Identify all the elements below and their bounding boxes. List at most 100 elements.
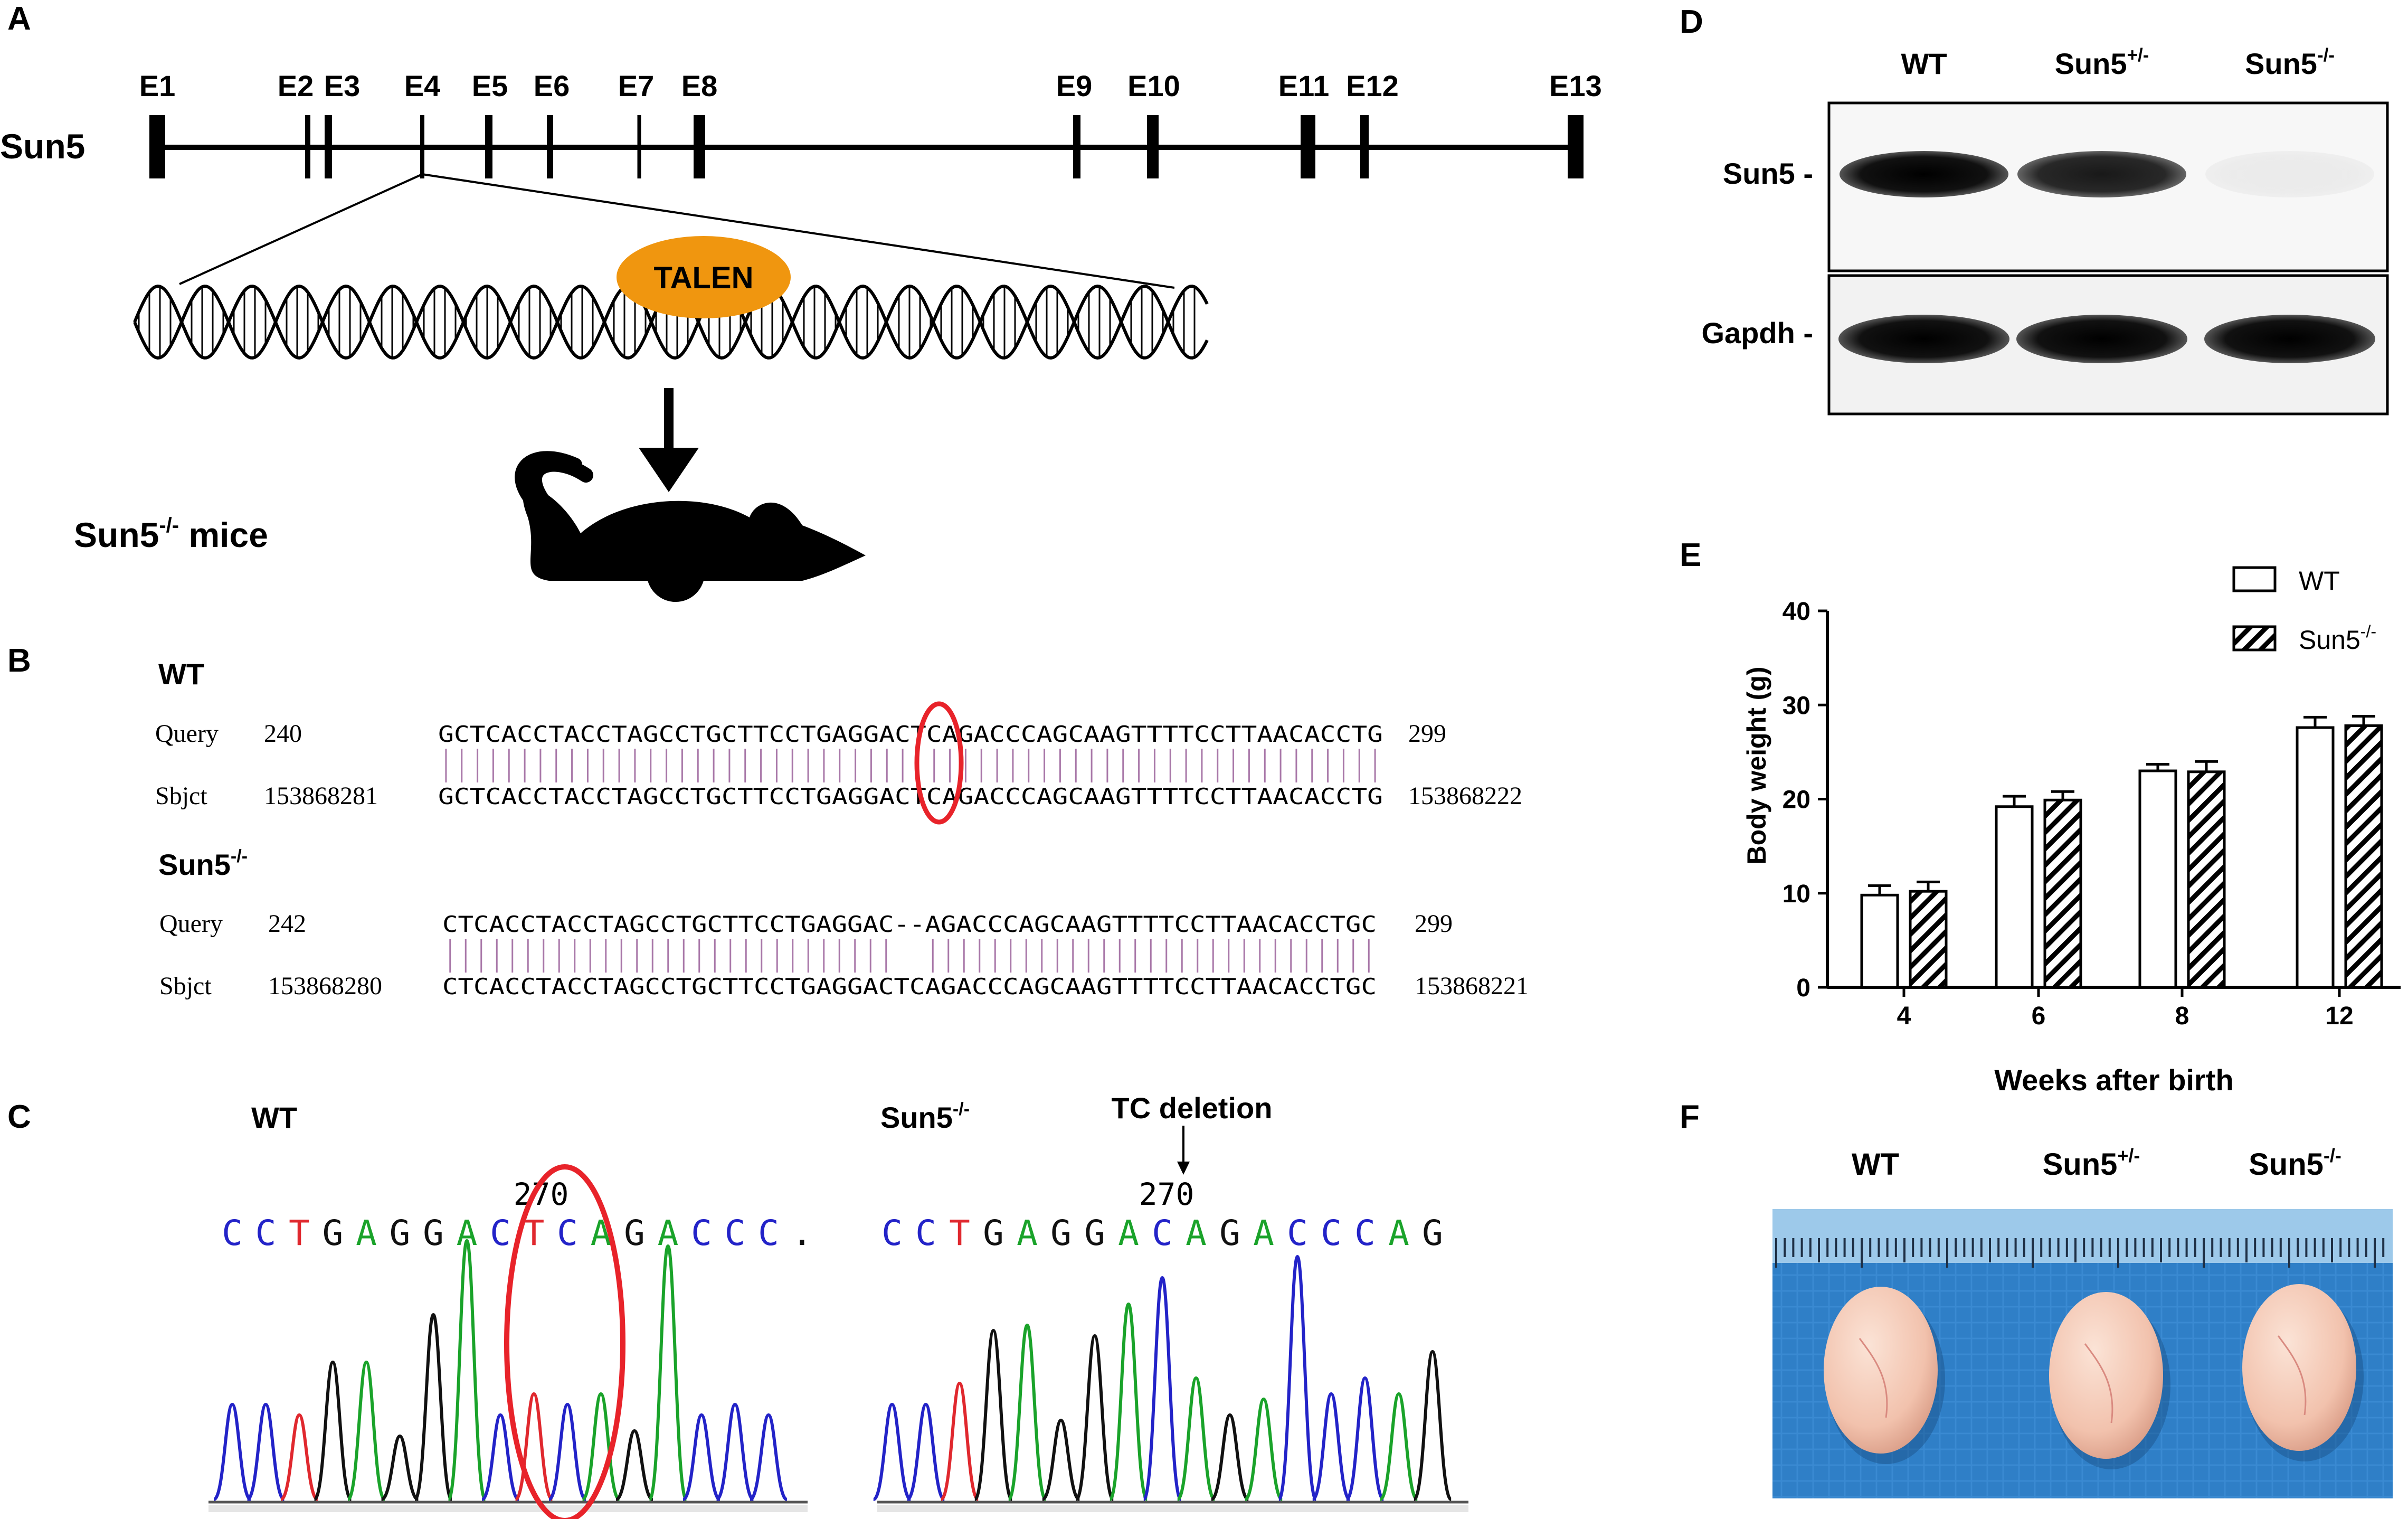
chart-bars bbox=[1860, 715, 2383, 989]
exon-e8 bbox=[694, 115, 705, 178]
exon-label-e6: E6 bbox=[534, 69, 570, 102]
trace-peak bbox=[1277, 1254, 1318, 1501]
band-sun5 bbox=[2017, 151, 2186, 197]
ko-trace bbox=[873, 1254, 1453, 1501]
exon-e9 bbox=[1073, 115, 1080, 178]
base-call: C bbox=[758, 1213, 779, 1253]
base-call: G bbox=[1422, 1213, 1443, 1253]
base-call: G bbox=[323, 1213, 344, 1253]
y-tick-label: 20 bbox=[1783, 786, 1810, 814]
y-tick-label: 0 bbox=[1796, 974, 1810, 1002]
panel-letter-c: C bbox=[7, 1099, 31, 1135]
trace-peak bbox=[1412, 1350, 1453, 1501]
base-call: C bbox=[1321, 1213, 1342, 1253]
trace-peak bbox=[247, 1402, 285, 1501]
base-call: C bbox=[691, 1213, 712, 1253]
trace-peak bbox=[1210, 1413, 1249, 1501]
base-call: A bbox=[457, 1213, 478, 1253]
down-arrow-head bbox=[639, 448, 699, 492]
base-call: C bbox=[255, 1213, 277, 1253]
trace-peak bbox=[514, 1392, 554, 1501]
base-call: C bbox=[557, 1213, 578, 1253]
panel-letter-e: E bbox=[1680, 537, 1701, 573]
talen-label: TALEN bbox=[653, 261, 753, 295]
trace-peak bbox=[1108, 1302, 1149, 1501]
mouse-icon bbox=[523, 457, 866, 602]
tc-deletion-label: TC deletion bbox=[1112, 1091, 1273, 1125]
exon-label-e7: E7 bbox=[618, 69, 655, 102]
ruler-ticks bbox=[1775, 1238, 2385, 1268]
blot-row-label-gapdh: Gapdh - bbox=[1701, 316, 1813, 350]
ko-sbjct-label: Sbjct bbox=[159, 972, 212, 1000]
exon-label-e1: E1 bbox=[139, 69, 176, 102]
exon-e11 bbox=[1301, 115, 1315, 178]
trace-peak bbox=[973, 1328, 1014, 1501]
ko-sbjct-end: 153868221 bbox=[1415, 972, 1529, 1000]
exon-e1 bbox=[149, 115, 165, 178]
trace-peak bbox=[213, 1402, 252, 1501]
ko-chromatogram-title: Sun5-/- bbox=[880, 1099, 970, 1134]
exon-e2 bbox=[305, 115, 310, 178]
band-gapdh bbox=[2204, 315, 2375, 363]
bar-wt bbox=[2138, 769, 2177, 989]
chart-xlabel: Weeks after birth bbox=[1994, 1063, 2233, 1097]
exon-e4 bbox=[420, 115, 424, 178]
trace-peak bbox=[548, 1402, 587, 1501]
ko-query-seq: CTCACCTACCTAGCCTGCTTCCTGAGGAC--AGACCCAGC… bbox=[442, 911, 1377, 937]
base-call: C bbox=[915, 1213, 936, 1253]
trace-peak bbox=[716, 1402, 754, 1501]
wt-sbjct-label: Sbjct bbox=[155, 782, 207, 810]
trace-peak bbox=[1142, 1276, 1183, 1501]
bar-wt bbox=[2296, 726, 2335, 989]
trace-peak bbox=[648, 1244, 688, 1501]
base-call: A bbox=[1388, 1213, 1409, 1253]
base-call: C bbox=[881, 1213, 903, 1253]
trace-peak bbox=[413, 1313, 453, 1501]
trace-peak bbox=[280, 1413, 319, 1501]
zoom-line-right bbox=[422, 173, 1175, 289]
base-call: G bbox=[1050, 1213, 1072, 1253]
y-tick-label: 30 bbox=[1783, 692, 1810, 720]
base-call: T bbox=[524, 1213, 545, 1253]
exon-e6 bbox=[547, 115, 553, 178]
tc-deletion-arrow-head bbox=[1177, 1162, 1190, 1175]
bar-wt bbox=[1860, 893, 1899, 989]
helix-strand-1 bbox=[133, 284, 1209, 360]
zoom-line-left bbox=[179, 173, 423, 285]
bar-sun5-ko bbox=[2344, 724, 2383, 989]
trace-peak bbox=[481, 1413, 520, 1501]
wt-query-label: Query bbox=[155, 720, 219, 748]
trace-peak bbox=[906, 1402, 945, 1501]
base-call: G bbox=[1084, 1213, 1105, 1253]
exon-label-e8: E8 bbox=[681, 69, 718, 102]
trace-peak bbox=[1074, 1334, 1115, 1501]
base-call: A bbox=[356, 1213, 377, 1253]
wt-trace-scrollbar bbox=[208, 1505, 808, 1512]
exon-e13 bbox=[1568, 115, 1584, 178]
wt-alignment-highlight bbox=[914, 701, 964, 825]
trace-peak bbox=[1312, 1392, 1351, 1501]
bar-sun5-ko bbox=[2187, 770, 2226, 989]
testis-column-header: Sun5+/- bbox=[2043, 1145, 2140, 1182]
exon-label-e2: E2 bbox=[278, 69, 314, 102]
panel-letter-d: D bbox=[1680, 4, 1703, 40]
testis-column-header: Sun5-/- bbox=[2249, 1145, 2341, 1182]
trace-peak bbox=[1007, 1323, 1048, 1501]
panel-letter-a: A bbox=[7, 1, 31, 37]
bar-sun5-ko bbox=[1909, 890, 1948, 989]
exon-e12 bbox=[1360, 115, 1369, 178]
trace-peak bbox=[1177, 1376, 1216, 1501]
trace-peak bbox=[615, 1429, 654, 1501]
exon-label-e13: E13 bbox=[1549, 69, 1602, 102]
trace-peak bbox=[940, 1381, 979, 1501]
band-gapdh bbox=[1838, 315, 2009, 363]
ko-query-start: 242 bbox=[268, 910, 306, 938]
